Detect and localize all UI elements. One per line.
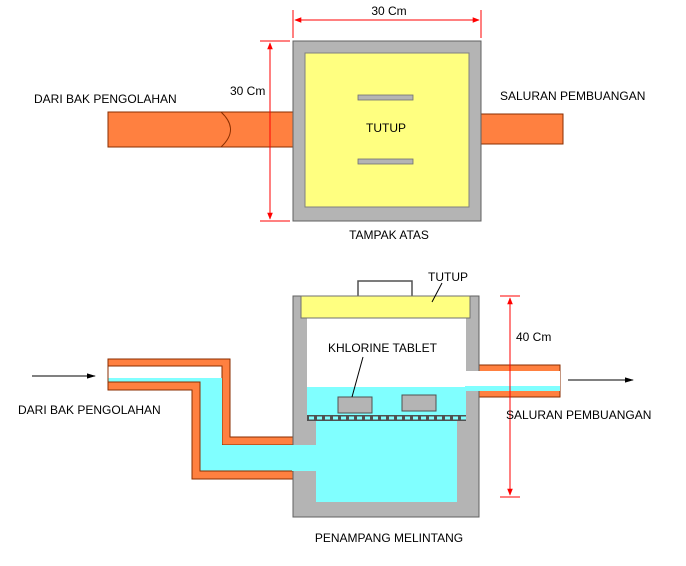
top-inlet-label: DARI BAK PENGOLAHAN xyxy=(34,92,177,106)
tray-hole xyxy=(373,416,378,420)
depth-dimension xyxy=(500,295,520,498)
top-lid xyxy=(304,52,470,208)
perforated-tray xyxy=(307,415,466,421)
top-view-caption: TAMPAK ATAS xyxy=(349,228,429,242)
cross-section-caption: PENAMPANG MELINTANG xyxy=(315,531,463,545)
depth-dimension-label: 40 Cm xyxy=(516,330,551,344)
tray-hole xyxy=(349,416,354,420)
lid-leader-line xyxy=(431,282,443,303)
top-outlet-label: SALURAN PEMBUANGAN xyxy=(500,89,645,103)
tray-base xyxy=(307,415,466,421)
tray-hole xyxy=(381,416,386,420)
width-dimension-label: 30 Cm xyxy=(371,4,406,18)
lower-chamber xyxy=(316,418,457,502)
tablet-leader-line xyxy=(351,356,364,398)
tray-hole xyxy=(389,416,394,420)
top-lid-label: TUTUP xyxy=(366,121,406,135)
tablet-label: KHLORINE TABLET xyxy=(328,341,438,355)
tray-hole xyxy=(333,416,338,420)
tray-hole xyxy=(317,416,322,420)
lid-handle-bottom xyxy=(357,158,414,165)
tray-hole xyxy=(429,416,434,420)
inlet-pipe xyxy=(107,358,321,480)
tray-hole xyxy=(421,416,426,420)
cross-section: KHLORINE TABLET TUTUP 40 Cm DARI BAK PEN… xyxy=(18,270,651,545)
lid xyxy=(300,295,471,319)
box-interior xyxy=(307,318,466,391)
lid-label: TUTUP xyxy=(428,270,468,284)
outlet-label: SALURAN PEMBUANGAN xyxy=(506,408,651,422)
water-body xyxy=(307,387,466,419)
inlet-water xyxy=(108,378,320,471)
tray-hole xyxy=(413,416,418,420)
width-dimension xyxy=(292,10,482,38)
lid-handle xyxy=(357,280,413,298)
tray-hole xyxy=(437,416,442,420)
inlet-opening xyxy=(292,445,317,471)
top-outlet-pipe xyxy=(480,113,564,145)
tray-hole xyxy=(445,416,450,420)
height-dimension xyxy=(260,40,290,222)
chlorine-tablet-left xyxy=(337,396,373,414)
tray-hole xyxy=(325,416,330,420)
top-view: TUTUP 30 Cm 30 Cm DARI BAK PENGOLAHAN SA… xyxy=(34,4,645,242)
tray-hole xyxy=(357,416,362,420)
height-dimension-label: 30 Cm xyxy=(230,84,265,98)
tray-hole xyxy=(397,416,402,420)
lid-handle-top xyxy=(357,94,414,101)
tray-hole xyxy=(309,416,314,420)
tray-hole xyxy=(453,416,458,420)
tray-hole xyxy=(365,416,370,420)
tray-hole xyxy=(405,416,410,420)
inlet-label: DARI BAK PENGOLAHAN xyxy=(18,403,161,417)
tray-hole xyxy=(461,416,466,420)
chlorine-tablet-right xyxy=(401,394,437,412)
tray-hole xyxy=(341,416,346,420)
top-inlet-pipe xyxy=(107,111,294,148)
